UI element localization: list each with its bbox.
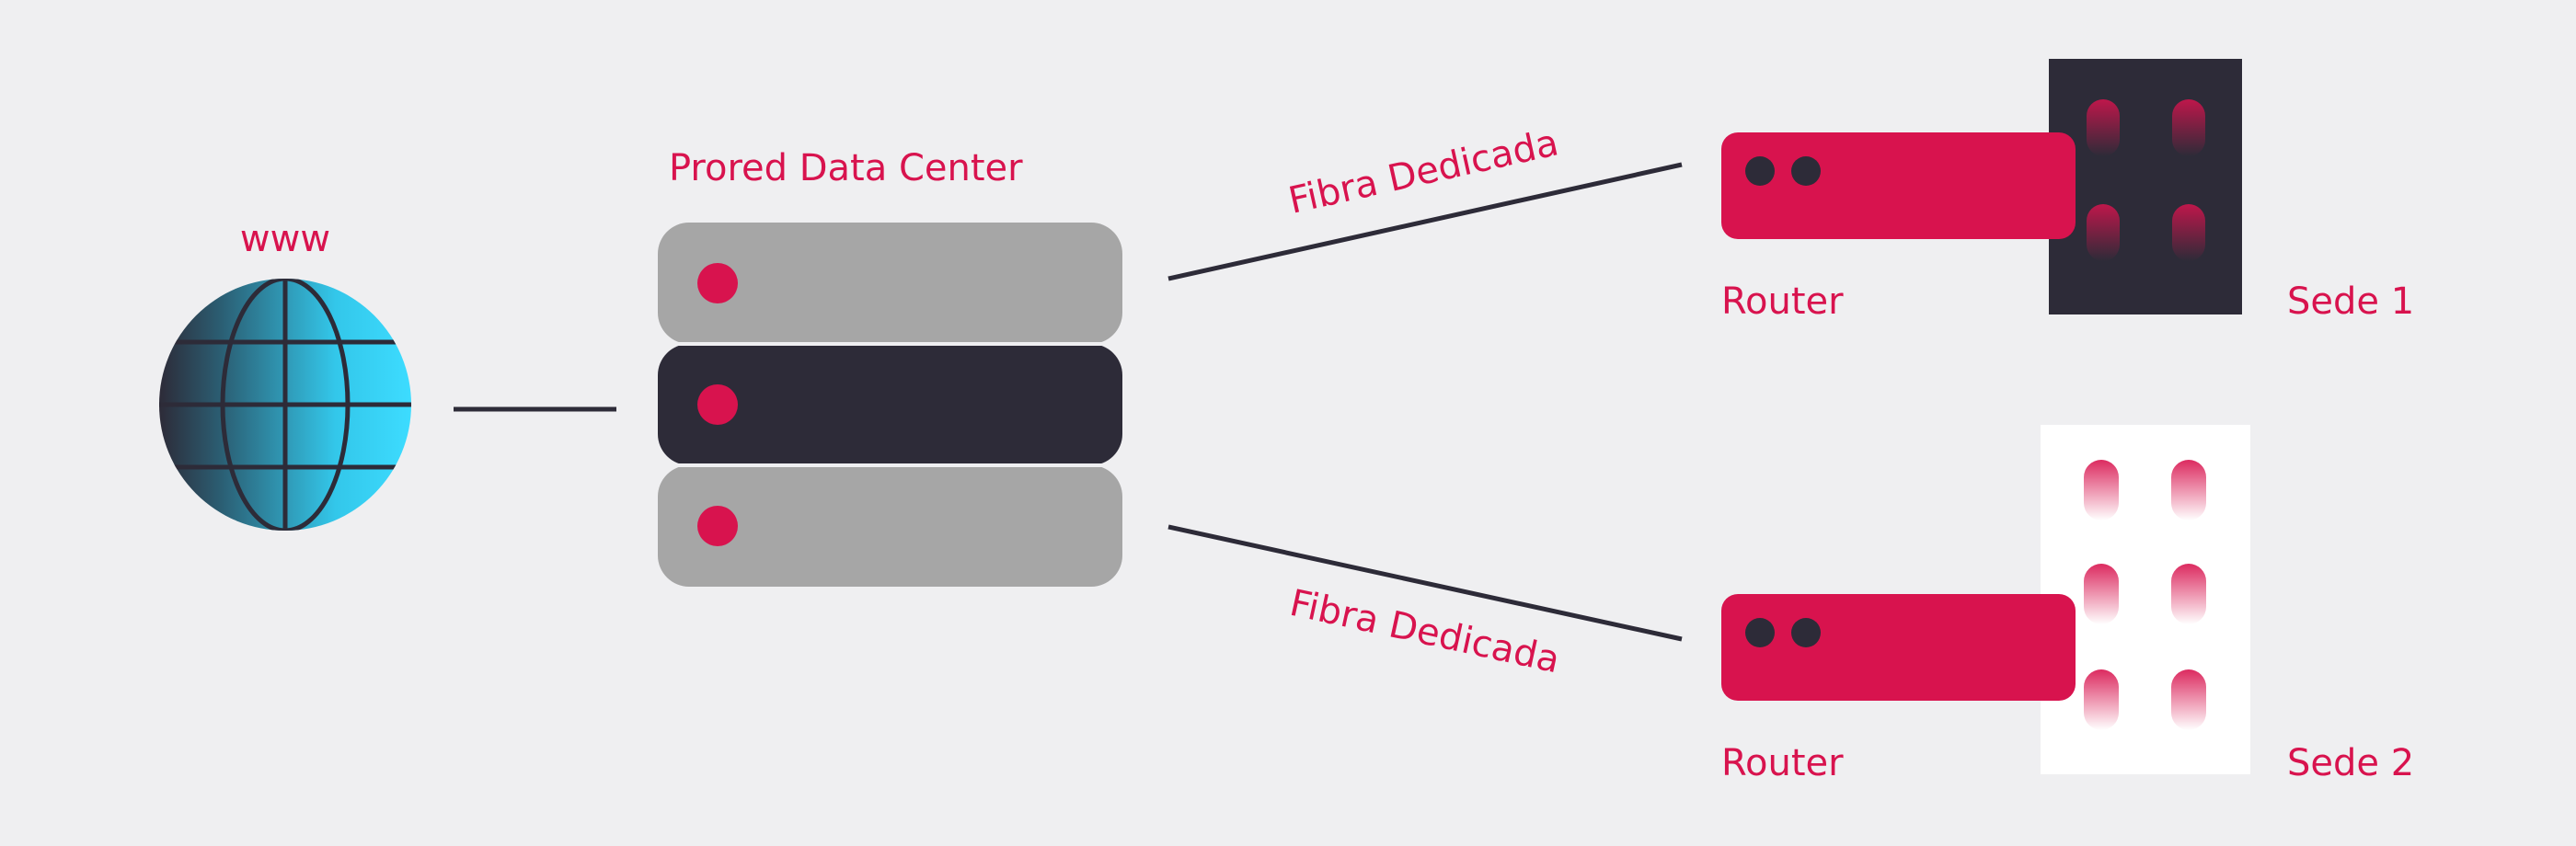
sede-2-label: Sede 2 [2287, 742, 2414, 784]
fiber-link-top [1167, 162, 1683, 281]
datacenter-label: Prored Data Center [669, 147, 1023, 189]
router-label-2: Router [1721, 742, 1844, 784]
server-unit-bottom [658, 465, 1122, 587]
fiber-link-bottom [1167, 524, 1683, 642]
globe-icon [159, 279, 411, 531]
www-label: www [240, 218, 330, 260]
server-stack-icon [658, 223, 1122, 587]
server-unit-middle [658, 344, 1122, 465]
building-icon-sede-1 [2049, 59, 2242, 314]
server-unit-top [658, 223, 1122, 344]
router-label-1: Router [1721, 280, 1844, 323]
fiber-label-bottom: Fibra Dedicada [1286, 582, 1564, 682]
router-icon-2 [1721, 594, 2076, 701]
router-icon-1 [1721, 132, 2076, 239]
building-icon-sede-2 [2041, 425, 2250, 774]
sede-1-label: Sede 1 [2287, 280, 2414, 323]
fiber-label-top: Fibra Dedicada [1285, 121, 1562, 223]
